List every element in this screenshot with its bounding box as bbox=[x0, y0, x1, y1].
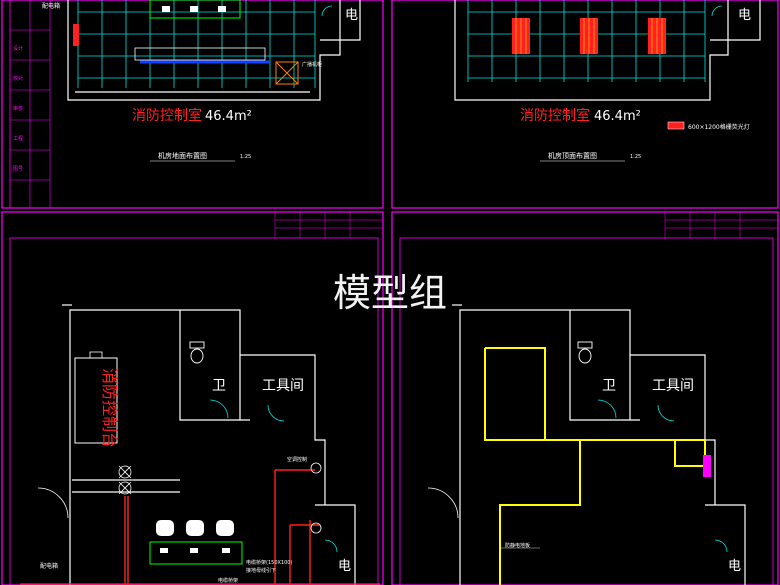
ac-note: 空调控制 bbox=[287, 456, 307, 463]
socket-symbols bbox=[118, 465, 132, 495]
cable-tray-note: 电缆桥架(150X100) bbox=[246, 559, 292, 566]
drawing-caption: 机房地面布置图 bbox=[158, 151, 207, 160]
grounding-note: 接地母线引下 bbox=[246, 567, 276, 574]
wc-label: 卫 bbox=[602, 378, 616, 394]
tool-room-label: 工具间 bbox=[262, 378, 304, 394]
floor-grid bbox=[77, 0, 316, 88]
distribution-box bbox=[703, 455, 711, 477]
title-block bbox=[10, 0, 51, 208]
scale-label: 1:25 bbox=[630, 154, 641, 160]
electric-room-label: 电 bbox=[345, 8, 358, 23]
electric-room-label: 电 bbox=[338, 559, 351, 574]
desk bbox=[149, 541, 243, 565]
svg-text:图号: 图号 bbox=[13, 166, 23, 172]
panel-ceiling-layout: 电 消防控制室 46.4m² 600×1200格栅荧光灯 机房顶面布置图 1:2… bbox=[391, 0, 779, 209]
electric-room-label: 电 bbox=[738, 8, 751, 23]
tool-room-label: 工具间 bbox=[652, 378, 694, 394]
dist-box-label: 配电箱 bbox=[42, 2, 60, 10]
scale-label: 1:25 bbox=[240, 154, 251, 160]
console-outline bbox=[149, 0, 241, 19]
legend-swatch bbox=[667, 121, 685, 130]
room-name-label: 消防控制室 bbox=[132, 107, 202, 124]
panel-floor-zone: 卫 工具间 防静电地板 电 bbox=[391, 211, 779, 585]
area-label: 46.4m² bbox=[594, 109, 641, 124]
console-label: 消防控制台 bbox=[100, 368, 119, 448]
room-name-label: 消防控制室 bbox=[520, 107, 590, 124]
panel-frame bbox=[391, 0, 779, 209]
panel-power-layout: 卫 工具间 消防控制台 空调控制 电缆桥架(150X100) 接地母线引下 bbox=[1, 211, 384, 585]
svg-text:校对: 校对 bbox=[13, 75, 23, 82]
distribution-box bbox=[73, 24, 79, 46]
svg-text:工程: 工程 bbox=[13, 135, 23, 142]
panel-frame bbox=[1, 0, 384, 209]
area-label: 46.4m² bbox=[205, 109, 252, 124]
wc-label: 卫 bbox=[212, 378, 226, 394]
chairs bbox=[156, 520, 234, 536]
electric-room-label: 电 bbox=[728, 559, 741, 574]
toilet-symbol bbox=[577, 341, 593, 364]
tray-note: 电缆桥架 bbox=[218, 577, 238, 584]
walls bbox=[67, 0, 361, 101]
walls bbox=[454, 0, 761, 101]
watermark-text: 模型组 bbox=[333, 271, 447, 315]
panel-frame bbox=[391, 211, 779, 585]
panel-frame bbox=[1, 211, 384, 585]
svg-text:设计: 设计 bbox=[13, 45, 23, 52]
power-cables bbox=[124, 469, 320, 585]
svg-text:审核: 审核 bbox=[13, 105, 23, 112]
toilet-symbol bbox=[189, 341, 205, 364]
legend-label: 600×1200格栅荧光灯 bbox=[688, 123, 750, 131]
zone-note: 防静电地板 bbox=[505, 542, 530, 549]
dist-box-label: 配电箱 bbox=[40, 562, 58, 570]
cabinet-symbol bbox=[275, 61, 299, 85]
fluorescent-lights bbox=[512, 18, 666, 54]
walls bbox=[452, 304, 746, 585]
drawing-caption: 机房顶面布置图 bbox=[548, 151, 597, 160]
note-label: 广播机柜 bbox=[302, 61, 322, 68]
walls bbox=[62, 304, 356, 585]
ac-outlet bbox=[310, 462, 322, 534]
